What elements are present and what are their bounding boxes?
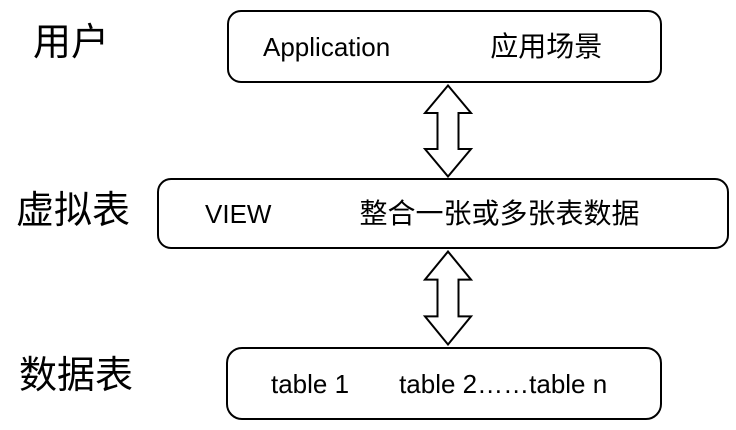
side-label-user: 用户 (33, 22, 110, 64)
application-box-label-zh: 应用场景 (490, 30, 603, 62)
tables-box-label-table2-n: table 2……table n (399, 368, 608, 399)
side-label-virtual-table: 虚拟表 (16, 190, 131, 232)
application-box-label-en: Application (263, 31, 391, 62)
double-arrow-icon-bottom (418, 250, 478, 346)
side-label-data-table: 数据表 (19, 355, 134, 397)
view-box: VIEW 整合一张或多张表数据 (157, 178, 729, 249)
tables-box: table 1 table 2……table n (226, 347, 662, 420)
application-box: Application 应用场景 (227, 10, 662, 83)
double-arrow-icon-top (418, 84, 478, 178)
view-box-label-zh: 整合一张或多张表数据 (359, 197, 640, 229)
view-box-label-en: VIEW (205, 198, 272, 229)
tables-box-label-table1: table 1 (271, 368, 350, 399)
